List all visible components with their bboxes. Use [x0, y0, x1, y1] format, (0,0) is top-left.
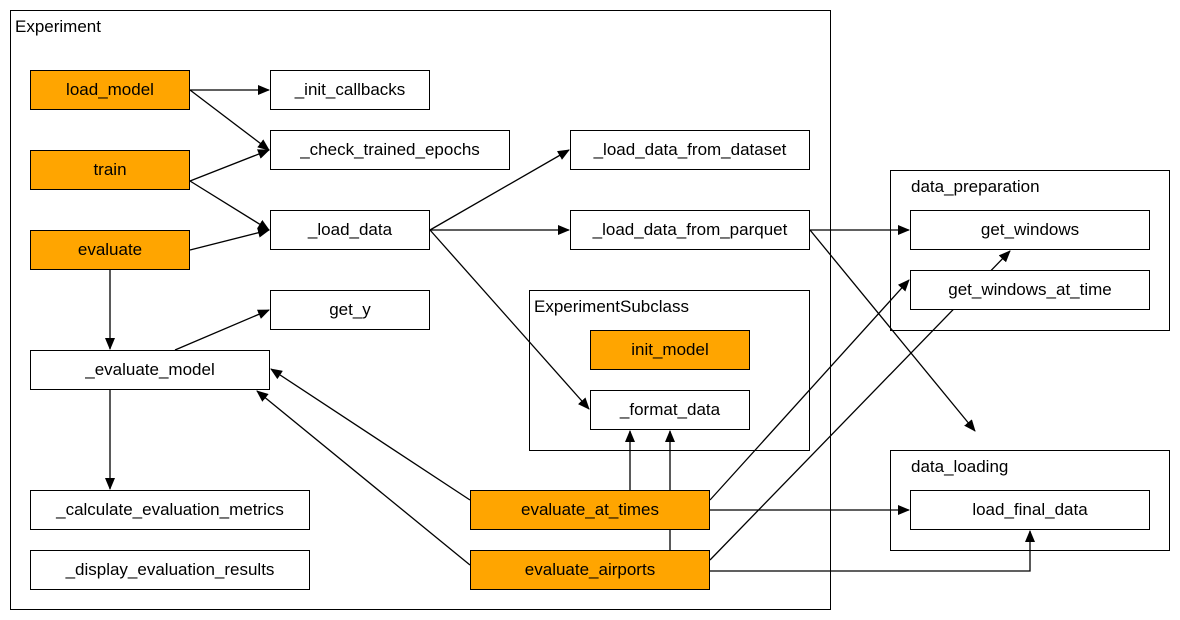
- node-get-windows-at-time[interactable]: get_windows_at_time: [910, 270, 1150, 310]
- node-evaluate-at-times[interactable]: evaluate_at_times: [470, 490, 710, 530]
- node-init-callbacks[interactable]: _init_callbacks: [270, 70, 430, 110]
- node-check-trained-epochs[interactable]: _check_trained_epochs: [270, 130, 510, 170]
- node-load-final-data[interactable]: load_final_data: [910, 490, 1150, 530]
- node-get-y[interactable]: get_y: [270, 290, 430, 330]
- node-load-model[interactable]: load_model: [30, 70, 190, 110]
- group-experiment-subclass-label: ExperimentSubclass: [534, 297, 689, 316]
- edge-evaluate-airports-evaluate-model: [256, 390, 471, 566]
- node-init-model[interactable]: init_model: [590, 330, 750, 370]
- node-calculate-evaluation-metrics[interactable]: _calculate_evaluation_metrics: [30, 490, 310, 530]
- node-load-data[interactable]: _load_data: [270, 210, 430, 250]
- edge-evaluate-at-times-evaluate-model: [270, 368, 471, 501]
- edge-train-check-trained-epochs: [189, 149, 270, 182]
- node-format-data[interactable]: _format_data: [590, 390, 750, 430]
- node-train[interactable]: train: [30, 150, 190, 190]
- node-display-evaluation-results[interactable]: _display_evaluation_results: [30, 550, 310, 590]
- group-experiment-label: Experiment: [15, 17, 101, 36]
- edge-evaluate-airports-load-final-data: [710, 530, 1035, 572]
- edge-load-data-load-from-dataset: [429, 149, 570, 231]
- edge-train-load-data: [189, 180, 270, 231]
- node-evaluate-model[interactable]: _evaluate_model: [30, 350, 270, 390]
- node-load-data-from-dataset[interactable]: _load_data_from_dataset: [570, 130, 810, 170]
- group-data-loading-label: data_loading: [911, 457, 1009, 476]
- node-get-windows[interactable]: get_windows: [910, 210, 1150, 250]
- node-evaluate-airports[interactable]: evaluate_airports: [470, 550, 710, 590]
- edge-evaluate-model-get-y: [174, 309, 270, 351]
- node-load-data-from-parquet[interactable]: _load_data_from_parquet: [570, 210, 810, 250]
- edge-load-data-format-data: [429, 229, 590, 410]
- node-evaluate[interactable]: evaluate: [30, 230, 190, 270]
- edge-load-model-check-trained-epochs: [189, 89, 270, 151]
- edge-load-from-parquet-load-final-data: [809, 229, 976, 432]
- edge-evaluate-load-data: [189, 227, 270, 251]
- edge-evaluate-at-times-get-windows-at-time: [709, 279, 910, 501]
- group-data-preparation-label: data_preparation: [911, 177, 1040, 196]
